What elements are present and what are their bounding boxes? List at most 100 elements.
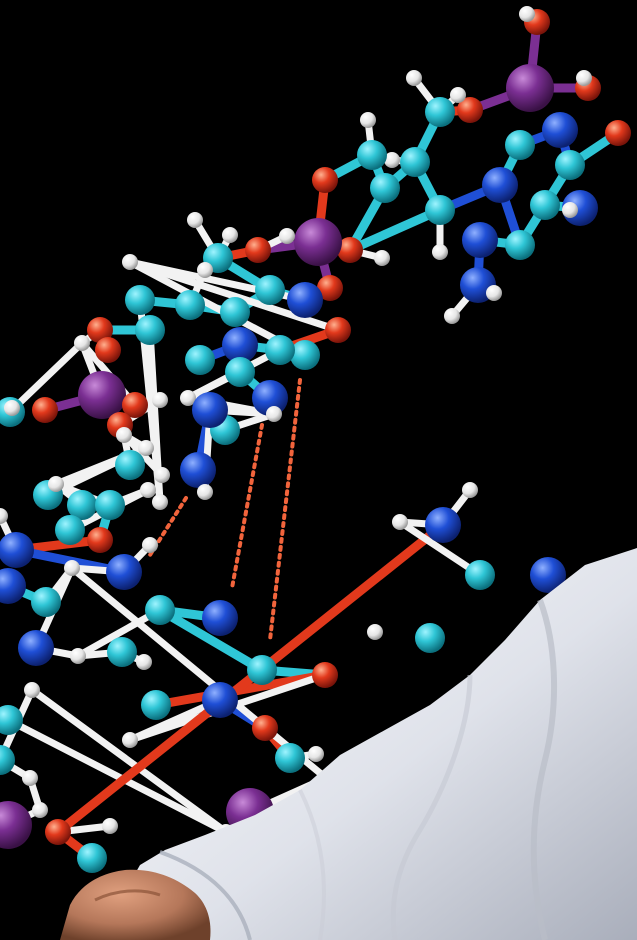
coat-seam — [159, 850, 252, 940]
oxygen-atom — [87, 527, 113, 553]
lab-coat — [118, 548, 637, 940]
coat-fold — [390, 674, 473, 940]
hydrogen-atom — [122, 732, 138, 748]
hydrogen-atom — [486, 285, 502, 301]
phosphorus-atom — [78, 371, 126, 419]
scientist-figure — [60, 548, 637, 940]
oxygen-atom — [312, 167, 338, 193]
oxygen-atom — [312, 662, 338, 688]
carbon-atom — [0, 705, 23, 735]
carbon-atom — [400, 147, 430, 177]
nitrogen-atom — [202, 682, 238, 718]
carbon-atom — [31, 587, 61, 617]
carbon-atom — [55, 515, 85, 545]
carbon-atom — [425, 195, 455, 225]
bond — [126, 258, 342, 334]
hydrogen-atom — [444, 308, 460, 324]
oxygen-atom — [252, 715, 278, 741]
hydrogen-atom — [154, 467, 170, 483]
nitrogen-atom — [0, 568, 26, 604]
hydrogen-atom — [140, 482, 156, 498]
oxygen-atom — [95, 337, 121, 363]
hydrogen-atom — [279, 228, 295, 244]
carbon-atom — [275, 743, 305, 773]
carbon-atom — [290, 340, 320, 370]
carbon-atom — [247, 655, 277, 685]
carbon-atom — [505, 130, 535, 160]
carbon-atom — [185, 345, 215, 375]
phosphorus-atom — [0, 801, 32, 849]
hydrogen-atom — [519, 6, 535, 22]
bond — [74, 606, 164, 660]
bond — [396, 518, 484, 579]
nitrogen-atom — [425, 507, 461, 543]
oxygen-atom — [32, 397, 58, 423]
hydrogen-atom — [308, 746, 324, 762]
carbon-atom — [255, 275, 285, 305]
hydrogen-atom — [197, 484, 213, 500]
carbon-atom — [505, 230, 535, 260]
bond — [28, 686, 230, 836]
carbon-atom — [125, 285, 155, 315]
hydrogen-atom — [102, 818, 118, 834]
hydrogen-atom — [24, 682, 40, 698]
hydrogen-atom — [392, 514, 408, 530]
hydrogen-atom — [0, 508, 8, 524]
hydrogen-atom — [70, 648, 86, 664]
bond — [345, 205, 445, 255]
phosphorus-atom — [506, 64, 554, 112]
carbon-atom — [465, 560, 495, 590]
hydrogen-atom — [462, 482, 478, 498]
carbon-atom — [77, 843, 107, 873]
phosphorus-atom — [294, 218, 342, 266]
hydrogen-atom — [197, 262, 213, 278]
hydrogen-atom — [180, 390, 196, 406]
hydrogen-atom — [374, 250, 390, 266]
oxygen-atom — [87, 317, 113, 343]
hydrogen-atom — [136, 654, 152, 670]
carbon-atom — [225, 357, 255, 387]
hydrogen-atom — [152, 392, 168, 408]
carbon-atom — [357, 140, 387, 170]
nitrogen-atom — [542, 112, 578, 148]
hydrogen-bond — [268, 378, 302, 642]
carbon-atom — [67, 490, 97, 520]
oxygen-atom — [317, 275, 343, 301]
hydrogen-atom — [562, 202, 578, 218]
hydrogen-atom — [266, 406, 282, 422]
oxygen-atom — [325, 317, 351, 343]
nitrogen-atom — [287, 282, 323, 318]
carbon-atom — [107, 637, 137, 667]
carbon-atom — [425, 97, 455, 127]
molecule-icon — [0, 6, 631, 873]
oxygen-atom — [45, 819, 71, 845]
hydrogen-atom — [116, 427, 132, 443]
hydrogen-atom — [187, 212, 203, 228]
bond — [155, 605, 267, 675]
nitrogen-atom — [530, 557, 566, 593]
nitrogen-atom — [106, 554, 142, 590]
hydrogen-atom — [122, 254, 138, 270]
carbon-atom — [145, 595, 175, 625]
hydrogen-atom — [360, 112, 376, 128]
nitrogen-atom — [252, 380, 288, 416]
hydrogen-atom — [152, 494, 168, 510]
coat-fold — [298, 789, 326, 940]
carbon-atom — [95, 490, 125, 520]
hydrogen-atom — [406, 70, 422, 86]
oxygen-atom — [457, 97, 483, 123]
carbon-atom — [0, 745, 15, 775]
hydrogen-atom — [4, 400, 20, 416]
nitrogen-atom — [0, 532, 34, 568]
hydrogen-atom — [64, 560, 80, 576]
carbon-atom — [141, 690, 171, 720]
hand-knuckle — [94, 889, 161, 902]
hydrogen-atom — [222, 227, 238, 243]
hydrogen-atom — [450, 87, 466, 103]
carbon-atom — [220, 297, 250, 327]
nitrogen-atom — [202, 600, 238, 636]
hydrogen-atom — [32, 802, 48, 818]
carbon-atom — [555, 150, 585, 180]
carbon-atom — [415, 623, 445, 653]
